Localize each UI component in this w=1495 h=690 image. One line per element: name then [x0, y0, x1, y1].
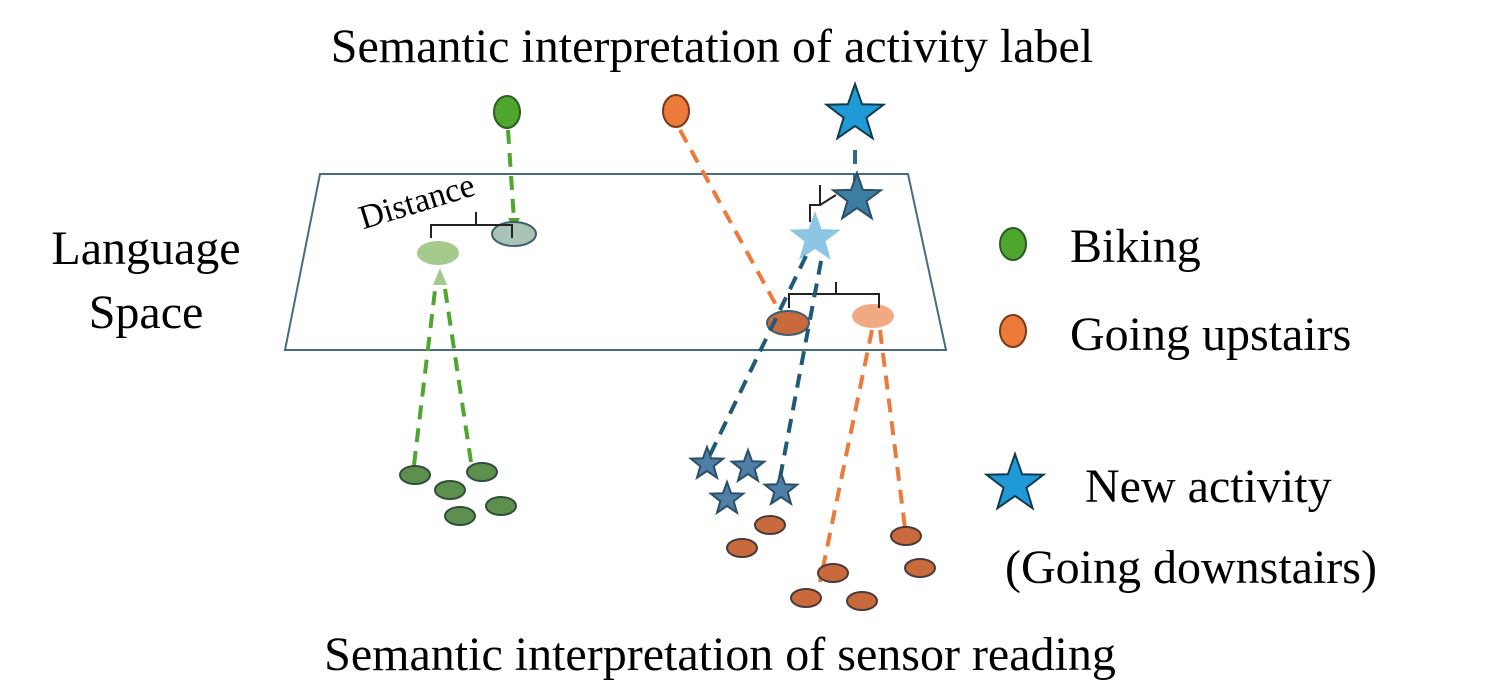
biking-sensor-point — [434, 480, 466, 500]
upstairs-label-embedding — [766, 310, 810, 336]
biking-sensor-point — [444, 506, 476, 526]
biking-sensor-line-left — [412, 281, 438, 466]
biking-label-embedding — [491, 221, 537, 247]
legend: Biking Going upstairs New activity (Goin… — [983, 220, 1377, 594]
biking-sensor-points — [399, 462, 517, 526]
biking-sensor-point — [485, 496, 517, 516]
downstairs-sensor-star — [762, 470, 800, 507]
upstairs-sensor-point — [846, 591, 878, 611]
upstairs-sensor-embedding — [852, 304, 894, 328]
downstairs-sensor-embedding-star — [789, 211, 841, 260]
legend-new-activity-star-icon — [983, 450, 1047, 511]
plane-label-space: Space — [89, 286, 204, 339]
legend-going-downstairs-label: (Going downstairs) — [1005, 541, 1377, 594]
legend-upstairs-label: Going upstairs — [1070, 308, 1351, 361]
biking-label-marker — [493, 95, 521, 129]
downstairs-sensor-star — [729, 447, 767, 484]
upstairs-sensor-point — [726, 538, 758, 558]
upstairs-sensor-line-left — [818, 329, 874, 583]
distance-label: Distance — [355, 167, 480, 237]
plane-label-language: Language — [51, 222, 240, 275]
title-activity-label: Semantic interpretation of activity labe… — [331, 20, 1093, 73]
upstairs-sensor-line-right — [878, 329, 907, 529]
biking-sensor-embedding — [417, 241, 459, 265]
legend-biking-label: Biking — [1070, 220, 1201, 273]
biking-sensor-point — [399, 465, 431, 485]
biking-distance-bracket — [430, 212, 513, 238]
biking-sensor-line-right — [442, 281, 473, 463]
legend-upstairs-marker — [999, 314, 1027, 348]
biking-sensor-arrowhead — [433, 268, 447, 285]
downstairs-label-embedding-star — [830, 169, 884, 221]
biking-sensor-point — [466, 462, 498, 482]
new-activity-label-star — [823, 80, 887, 141]
upstairs-sensor-point — [904, 558, 936, 578]
upstairs-distance-bracket — [788, 282, 880, 308]
downstairs-sensor-line-left — [708, 255, 808, 456]
downstairs-distance-bracket — [809, 185, 837, 222]
upstairs-sensor-points — [726, 515, 936, 611]
title-sensor-reading: Semantic interpretation of sensor readin… — [324, 628, 1116, 681]
upstairs-sensor-point — [817, 563, 849, 583]
upstairs-sensor-point — [790, 588, 822, 608]
upstairs-sensor-point — [890, 526, 922, 546]
downstairs-sensor-star — [688, 444, 726, 481]
legend-new-activity-label: New activity — [1085, 460, 1332, 513]
language-space-plane — [283, 173, 948, 351]
downstairs-sensor-points — [688, 444, 800, 516]
upstairs-label-marker — [662, 94, 690, 128]
upstairs-label-projection-line — [678, 129, 778, 306]
downstairs-sensor-star — [708, 479, 746, 516]
upstairs-sensor-point — [754, 515, 786, 535]
biking-label-projection-line — [506, 129, 516, 221]
downstairs-sensor-line-right — [778, 255, 824, 479]
legend-biking-marker — [999, 227, 1027, 261]
